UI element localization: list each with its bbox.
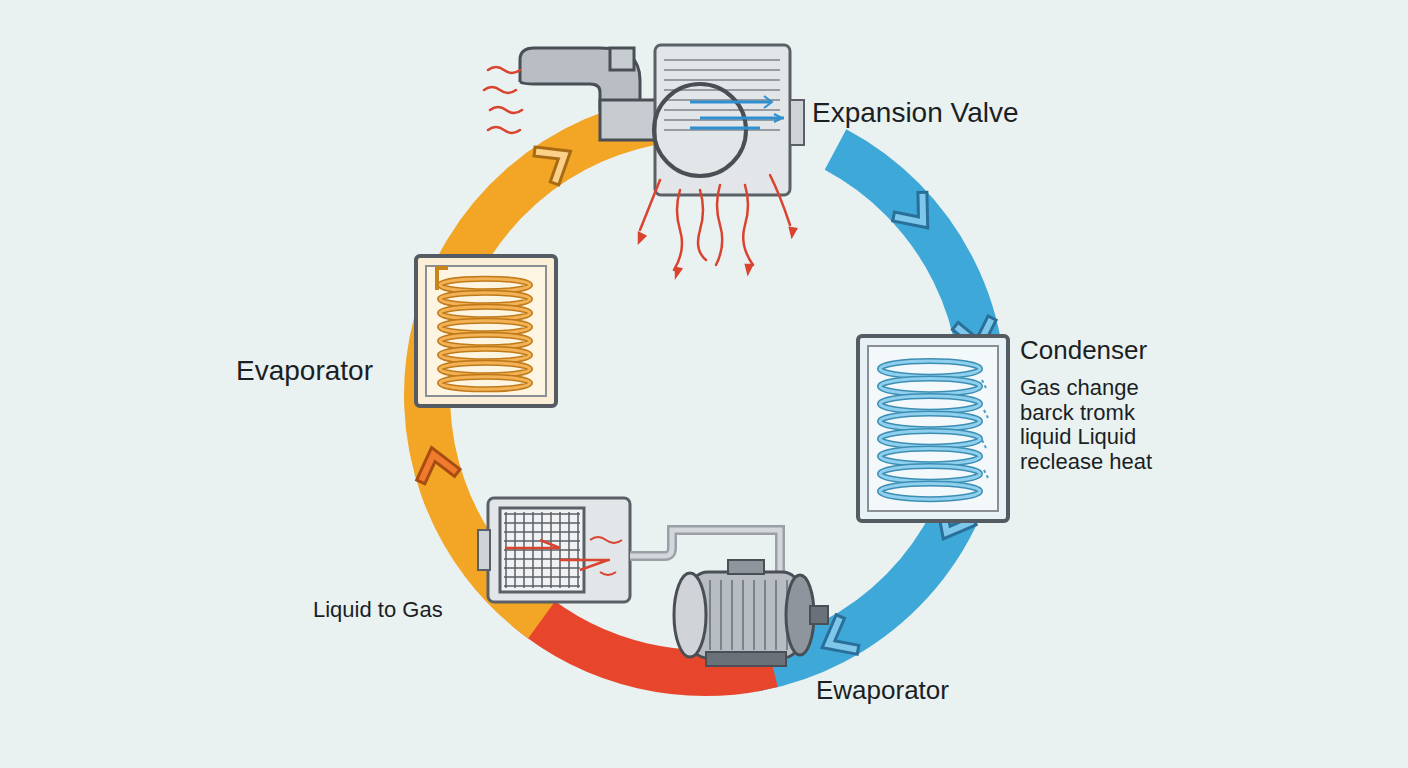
evaporator-coil-box: [416, 256, 556, 406]
condenser-coil-box: [858, 336, 1008, 521]
cycle-ring: [427, 119, 983, 673]
component-label: Condenser: [1020, 336, 1147, 365]
component-label: Expansion Valve: [812, 98, 1019, 129]
note-text: Liquid to Gas: [313, 598, 443, 622]
note-text: Gas change barck tromk liquid Liquid rec…: [1020, 376, 1185, 475]
component-label: Ewaporator: [816, 676, 949, 705]
flow-chevron: [821, 621, 854, 659]
compressor-unit: [478, 498, 828, 666]
heat-waves: [484, 67, 796, 276]
flow-chevron: [418, 451, 454, 478]
component-label: Evaporator: [236, 356, 373, 387]
flow-chevron: [898, 197, 935, 233]
flow-chevron: [539, 141, 573, 179]
expansion-valve-unit: [520, 45, 804, 195]
